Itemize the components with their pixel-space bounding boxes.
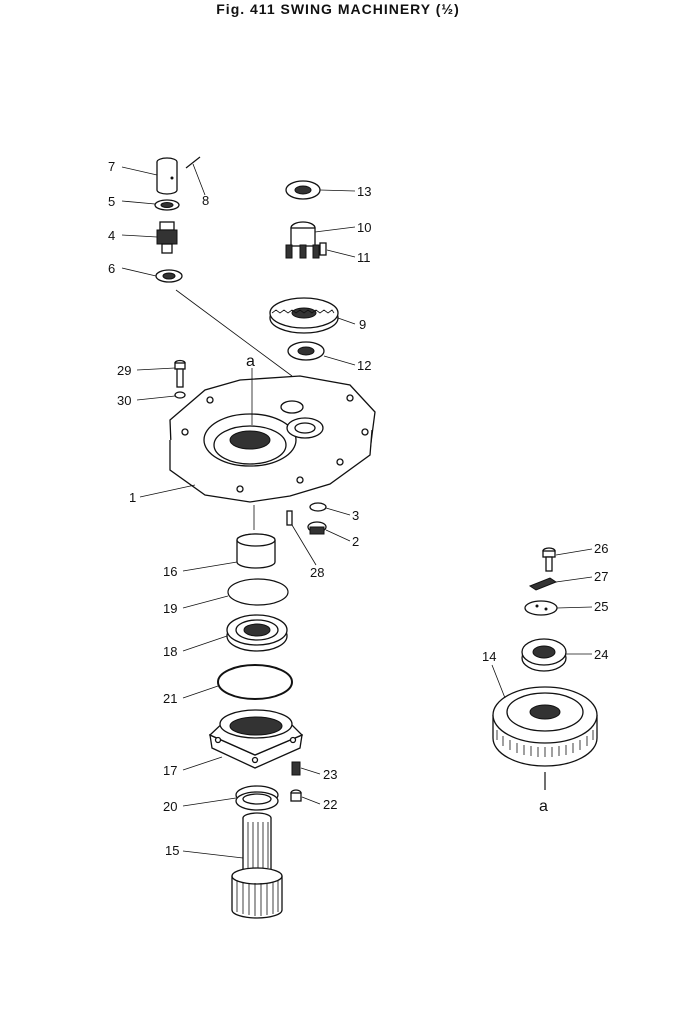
part-18-bearing [226,614,288,652]
part-19-snap-ring [227,578,289,606]
callout-1: 1 [129,490,136,505]
part-22-bolt [290,789,302,802]
callout-26: 26 [594,541,608,556]
part-30-washer [174,391,186,399]
part-15-pinion-shaft [231,812,283,919]
callout-8: 8 [202,193,209,208]
callout-28: 28 [310,565,324,580]
reference-a-top: a [246,353,255,370]
callout-10: 10 [357,220,371,235]
callout-17: 17 [163,763,177,778]
figure-title: Fig. 411 SWING MACHINERY (½) [216,1,460,17]
reference-a-right: a [539,798,548,815]
callout-9: 9 [359,317,366,332]
part-24-bearing [521,638,567,672]
part-20-ring [235,785,279,811]
part-13-bearing [285,180,321,200]
part-29-bolt [174,359,186,388]
part-11-pin [319,242,327,256]
part-23-pin [291,761,301,776]
part-21-o-ring [217,664,293,700]
callout-21: 21 [163,691,177,706]
part-9-gear [269,297,339,334]
callout-25: 25 [594,599,608,614]
part-17-retainer [208,709,304,769]
callout-14: 14 [482,649,496,664]
part-16-bushing [236,533,276,569]
callout-15: 15 [165,843,179,858]
callout-20: 20 [163,799,177,814]
callout-30: 30 [117,393,131,408]
part-1-housing [169,375,376,503]
callout-4: 4 [108,228,115,243]
callout-19: 19 [163,601,177,616]
callout-13: 13 [357,184,371,199]
callout-11: 11 [357,250,371,265]
part-4-gear-shaft [156,221,178,254]
callout-6: 6 [108,261,115,276]
callout-3: 3 [352,508,359,523]
part-27-lock-plate [528,577,558,591]
callout-27: 27 [594,569,608,584]
callout-12: 12 [357,358,371,373]
callout-24: 24 [594,647,608,662]
callout-5: 5 [108,194,115,209]
part-8-pin [185,156,201,169]
part-6-bearing [155,269,183,283]
part-7-sleeve [156,157,178,195]
callout-29: 29 [117,363,131,378]
part-12-bearing [287,341,325,361]
part-14-ring-gear [492,686,598,767]
part-10-carrier [285,221,320,259]
part-2-plug [307,521,327,535]
part-25-plate [524,600,558,616]
callout-23: 23 [323,767,337,782]
callout-16: 16 [163,564,177,579]
part-5-bearing [154,199,180,211]
part-28-pin [286,510,293,526]
callout-2: 2 [352,534,359,549]
part-3-o-ring [309,502,327,512]
callout-22: 22 [323,797,337,812]
callout-7: 7 [108,159,115,174]
part-26-bolt [542,547,556,572]
callout-18: 18 [163,644,177,659]
